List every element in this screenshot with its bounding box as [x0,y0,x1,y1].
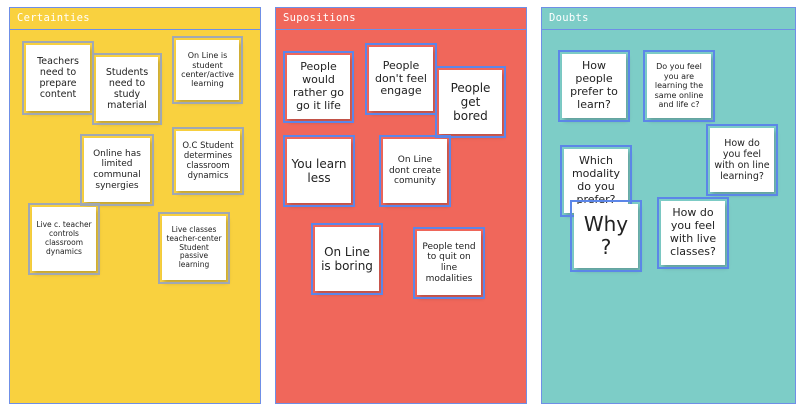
sticky-note[interactable]: People would rather go go it life [283,51,354,123]
sticky-note[interactable]: How do you feel with live classes? [657,197,729,269]
sticky-note-text: How do you feel with on line learning? [714,137,770,183]
sticky-note-text: On Line dont create comunity [389,155,441,187]
sticky-note[interactable]: Do you feel you are learning the same on… [643,50,715,122]
sticky-note-text: Teachers need to prepare content [37,55,79,101]
sticky-note-text: On Line is student center/active learnin… [181,51,234,89]
sticky-note-text: O.C Student determines classroom dynamic… [182,140,234,182]
sticky-note[interactable]: Which modality do you prefer? [560,145,632,217]
column-title-certainties: Certainties [10,8,260,30]
sticky-note[interactable]: O.C Student determines classroom dynamic… [172,127,244,195]
sticky-note[interactable]: People tend to quit on line modalities [413,227,485,299]
sticky-note[interactable]: On Line is student center/active learnin… [172,36,243,104]
sticky-note[interactable]: On Line dont create comunity [379,135,451,207]
column-title-doubts: Doubts [542,8,795,30]
sticky-note[interactable]: Live classes teacher-center Student pass… [158,212,230,284]
sticky-note[interactable]: People don't feel engage [365,43,437,115]
sticky-note[interactable]: People get bored [435,66,506,138]
sticky-note-text: People get bored [450,80,491,124]
sticky-note-text: Live classes teacher-center Student pass… [166,224,222,270]
sticky-note-text: People would rather go go it life [292,60,345,112]
sticky-note-text: Live c. teacher controls classroom dynam… [36,220,92,256]
column-title-supositions: Supositions [276,8,526,30]
sticky-note-text: Online has limited communal synergies [93,148,141,191]
sticky-note[interactable]: Students need to study material [92,53,162,125]
sticky-note[interactable]: Online has limited communal synergies [80,134,154,206]
sticky-note-text: You learn less [291,156,347,185]
sticky-note[interactable]: Live c. teacher controls classroom dynam… [28,203,100,275]
sticky-note-text: How people prefer to learn? [570,59,618,111]
sticky-note-text: On Line is boring [321,244,373,273]
sticky-note-text: How do you feel with live classes? [669,206,717,258]
sticky-note[interactable]: How people prefer to learn? [558,50,630,122]
sticky-note[interactable]: How do you feel with on line learning? [706,124,778,196]
sticky-note-text: Students need to study material [105,66,149,112]
sticky-note-text: Do you feel you are learning the same on… [654,62,704,110]
sticky-note[interactable]: Teachers need to prepare content [22,41,94,115]
sticky-note[interactable]: You learn less [283,135,355,207]
sticky-note-text: Why ? [583,212,629,259]
sticky-note-text: People don't feel engage [375,58,427,98]
sticky-note[interactable]: On Line is boring [311,223,383,295]
sticky-note-text: Which modality do you prefer? [571,154,621,206]
sticky-note-text: People tend to quit on line modalities [422,241,476,284]
sticky-note[interactable]: Why ? [570,200,642,272]
